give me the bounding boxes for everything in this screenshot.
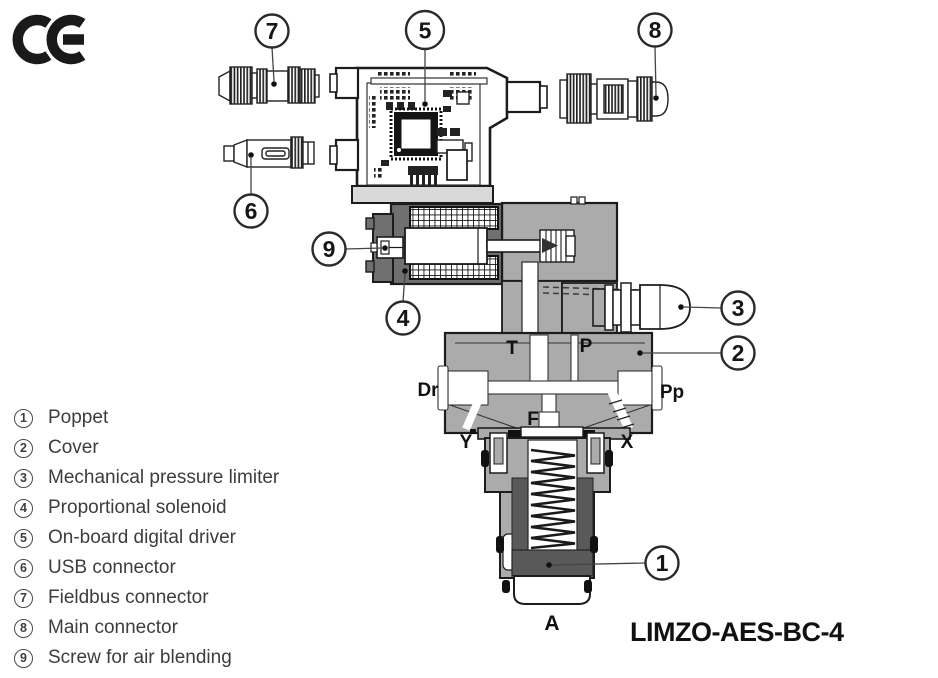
port-label-a: A — [544, 612, 559, 635]
legend-label-5: On-board digital driver — [48, 527, 236, 548]
port-label-f: F — [527, 409, 539, 430]
port-label-t: T — [506, 338, 518, 359]
callout-4: 4 — [385, 268, 421, 336]
o-rings — [481, 450, 613, 593]
callouts: 7 5 8 6 9 4 — [233, 9, 756, 581]
legend-label-1: Poppet — [48, 407, 109, 428]
callout-8: 8 — [637, 12, 673, 101]
svg-text:5: 5 — [419, 18, 432, 44]
svg-text:1: 1 — [656, 550, 669, 576]
legend-label-4: Proportional solenoid — [48, 497, 227, 518]
svg-text:3: 3 — [732, 295, 745, 321]
spool-seat — [539, 229, 576, 263]
legend-item: 3 Mechanical pressure limiter — [14, 463, 279, 493]
legend-item: 4 Proportional solenoid — [14, 493, 279, 523]
legend-item: 9 Screw for air blending — [14, 643, 279, 673]
svg-text:6: 6 — [245, 198, 258, 224]
legend-item: 8 Main connector — [14, 613, 279, 643]
legend-num-9: 9 — [14, 648, 33, 668]
pilot-dashed-lines — [542, 286, 639, 297]
legend-num-3: 3 — [14, 468, 33, 488]
legend-item: 6 USB connector — [14, 553, 279, 583]
legend-label-6: USB connector — [48, 557, 176, 578]
port-label-dr: Dr — [417, 380, 439, 401]
legend-num-4: 4 — [14, 498, 33, 518]
callout-9: 9 — [311, 231, 388, 267]
legend-item: 5 On-board digital driver — [14, 523, 279, 553]
poppet — [511, 439, 594, 577]
legend-label-2: Cover — [48, 437, 99, 458]
legend-num-1: 1 — [14, 408, 33, 428]
callout-2: 2 — [637, 335, 756, 371]
legend-item: 1 Poppet — [14, 403, 279, 433]
cover-channels — [437, 334, 663, 431]
legend-label-3: Mechanical pressure limiter — [48, 467, 280, 488]
svg-text:7: 7 — [266, 18, 279, 44]
callout-6: 6 — [233, 152, 269, 229]
poppet-cartridge — [477, 426, 631, 605]
driver-housing — [329, 66, 548, 204]
spring — [530, 448, 576, 550]
body-neck — [501, 261, 639, 336]
svg-text:9: 9 — [323, 236, 336, 262]
main-connector — [559, 73, 669, 124]
usb-connector — [223, 136, 315, 169]
legend-label-7: Fieldbus connector — [48, 587, 209, 608]
ce-mark-icon — [12, 14, 86, 65]
fieldbus-connector — [218, 66, 320, 105]
driver-pcb — [366, 70, 488, 186]
model-title: LIMZO-AES-BC-4 — [630, 617, 844, 647]
legend-item: 2 Cover — [14, 433, 279, 463]
pressure-limiter — [592, 282, 691, 333]
legend-label-8: Main connector — [48, 617, 178, 638]
svg-text:8: 8 — [649, 17, 662, 43]
callout-5: 5 — [404, 9, 446, 107]
callout-7: 7 — [254, 13, 290, 87]
svg-text:2: 2 — [732, 340, 745, 366]
port-label-p: P — [580, 336, 593, 357]
port-label-x: X — [621, 432, 634, 453]
callout-3: 3 — [678, 290, 756, 326]
legend-num-5: 5 — [14, 528, 33, 548]
port-label-pp: Pp — [660, 382, 684, 403]
cover — [437, 331, 663, 435]
port-label-y: Y — [460, 432, 473, 453]
legend-num-7: 7 — [14, 588, 33, 608]
legend-num-2: 2 — [14, 438, 33, 458]
legend-label-9: Screw for air blending — [48, 647, 232, 668]
legend: 1 Poppet 2 Cover 3 Mechanical pressure l… — [14, 403, 279, 673]
legend-item: 7 Fieldbus connector — [14, 583, 279, 613]
legend-num-8: 8 — [14, 618, 33, 638]
legend-num-6: 6 — [14, 558, 33, 578]
callout-1: 1 — [546, 545, 680, 581]
svg-text:4: 4 — [397, 305, 410, 331]
